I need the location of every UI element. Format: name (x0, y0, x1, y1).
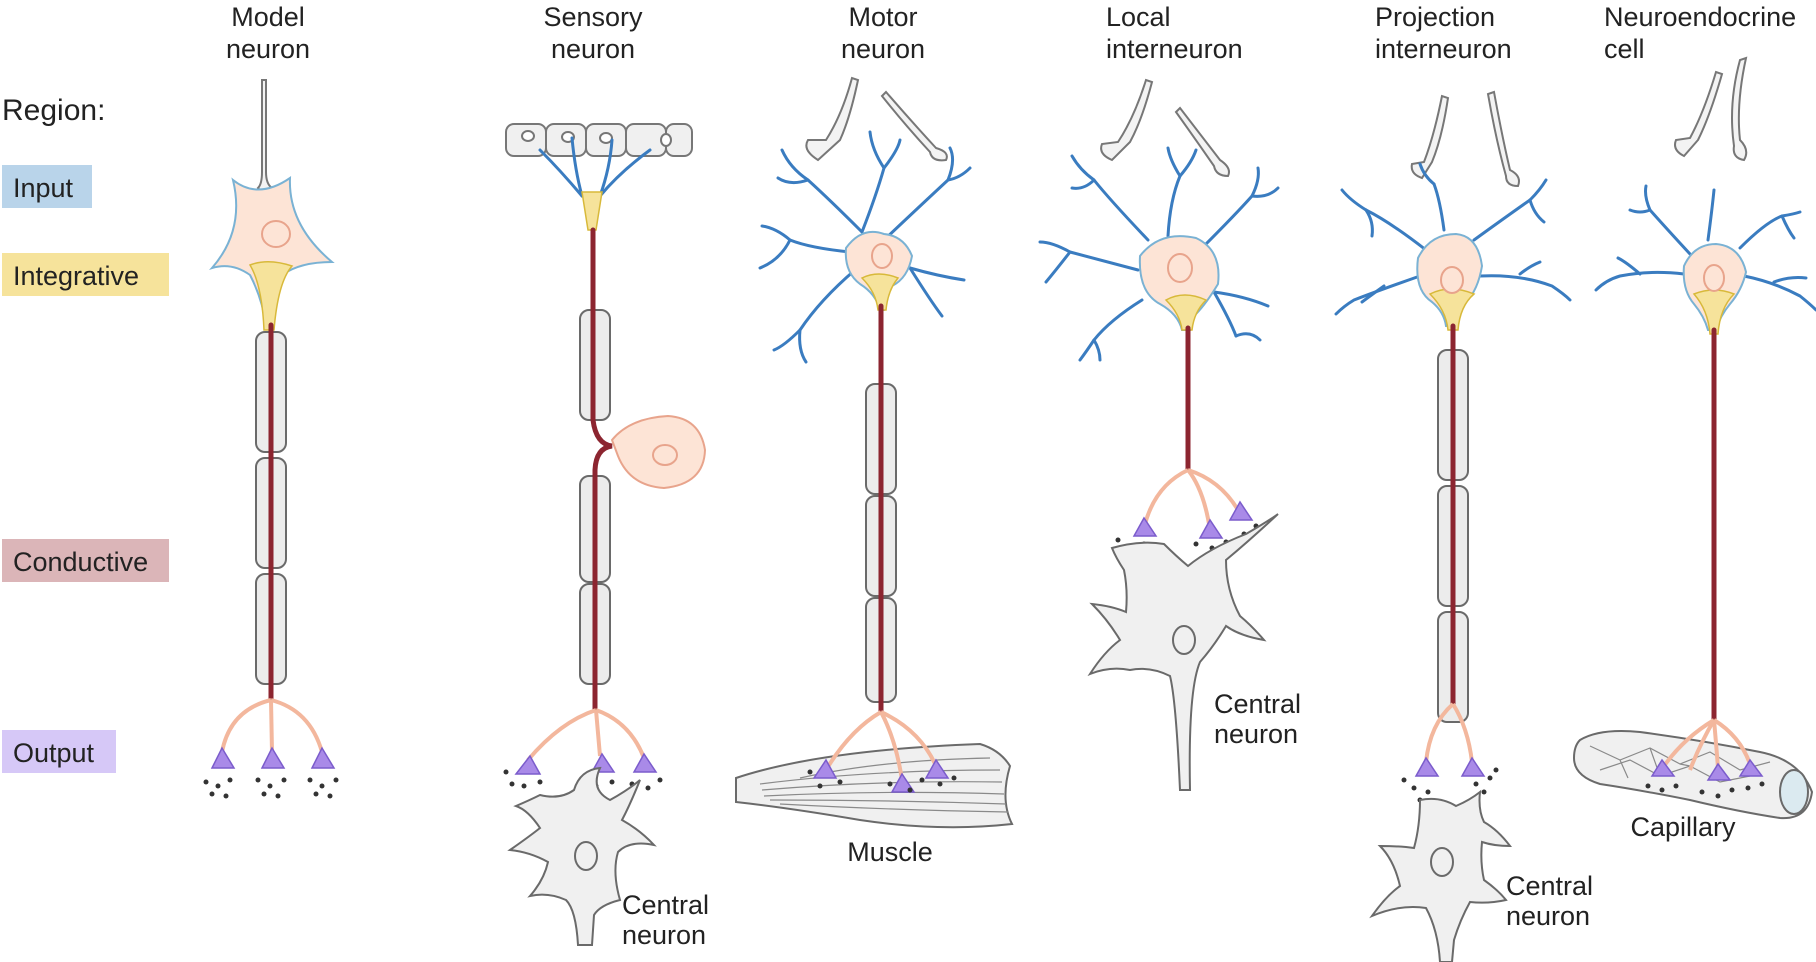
axon-hillock (1164, 294, 1208, 331)
neurotransmitter-dots (1401, 767, 1499, 803)
axon-terminals (220, 698, 324, 753)
synaptic-boutons (812, 758, 950, 793)
dendrites (1594, 184, 1816, 312)
target-label-sensory-line2: neuron (622, 920, 706, 950)
nucleus (1703, 264, 1725, 292)
region-output-label: Output (13, 738, 95, 768)
neurotransmitter-dots (203, 777, 339, 799)
region-legend: Region: Input Integrative Conductive Out… (2, 94, 169, 773)
nucleus (652, 444, 678, 466)
axon-hillock (248, 261, 294, 331)
region-input-swatch (2, 165, 92, 208)
capillary-lumen (1779, 769, 1809, 815)
synaptic-boutons (210, 746, 336, 769)
receptor-junction (581, 191, 603, 231)
neuroendocrine-cell: Capillary (1572, 56, 1816, 842)
target-label-local-line1: Central (1214, 689, 1301, 719)
region-output-swatch (2, 730, 116, 773)
presynaptic-axons (1674, 56, 1748, 162)
target-label-motor: Muscle (847, 837, 933, 867)
axon (590, 227, 613, 713)
column-titles: Model neuron Sensory neuron Motor neuron… (226, 2, 1796, 64)
synaptic-boutons (1414, 756, 1486, 777)
title-model-line2: neuron (226, 34, 310, 64)
central-neuron-target (1369, 789, 1513, 962)
title-neuroendocrine-line2: cell (1604, 34, 1645, 64)
title-projection-line1: Projection (1375, 2, 1495, 32)
dendrites (1334, 162, 1572, 316)
region-conductive-label: Conductive (13, 547, 148, 577)
title-neuroendocrine-line1: Neuroendocrine (1604, 2, 1796, 32)
sensory-epithelium (505, 123, 693, 157)
presynaptic-axons (805, 76, 948, 162)
central-neuron-nucleus (574, 841, 598, 871)
dendrites (758, 130, 972, 364)
neurotransmitter-dots (1645, 781, 1765, 799)
region-legend-title: Region: (2, 94, 105, 127)
sensory-neuron: Central neuron (503, 123, 709, 950)
title-local-line2: interneuron (1106, 34, 1243, 64)
region-conductive-swatch (2, 539, 169, 582)
central-neuron-nucleus (1430, 847, 1454, 877)
axon-hillock (860, 273, 900, 311)
target-label-sensory-line1: Central (622, 890, 709, 920)
synaptic-boutons (514, 752, 658, 775)
region-integrative-label: Integrative (13, 261, 139, 291)
synaptic-boutons (1132, 500, 1254, 539)
axon-terminals (824, 710, 938, 781)
title-motor-line2: neuron (841, 34, 925, 64)
target-label-neuroendocrine: Capillary (1630, 812, 1736, 842)
nucleus (871, 243, 893, 269)
dendrites (1038, 146, 1280, 362)
muscle-target (735, 742, 1014, 829)
nucleus (1440, 266, 1464, 294)
title-model-line1: Model (231, 2, 305, 32)
projection-interneuron: Central neuron (1334, 90, 1593, 962)
target-label-local-line2: neuron (1214, 719, 1298, 749)
title-local-line1: Local (1106, 2, 1171, 32)
axon-terminals (526, 708, 646, 762)
presynaptic-axon (256, 79, 274, 193)
region-integrative-swatch (2, 253, 169, 296)
capillary-target (1572, 730, 1814, 820)
title-sensory-line1: Sensory (543, 2, 643, 32)
presynaptic-axons (1410, 90, 1520, 188)
axon-terminals (1142, 468, 1240, 531)
title-sensory-line2: neuron (551, 34, 635, 64)
local-interneuron: Central neuron (1038, 78, 1301, 791)
central-neuron-nucleus (1172, 625, 1196, 655)
motor-neuron: Muscle (735, 76, 1014, 867)
neurotransmitter-dots (807, 769, 957, 793)
model-neuron (203, 79, 339, 799)
synaptic-boutons (1650, 758, 1764, 781)
target-label-projection-line2: neuron (1506, 901, 1590, 931)
presynaptic-axons (1100, 78, 1230, 178)
region-input-label: Input (13, 173, 74, 203)
nucleus (261, 220, 291, 248)
nucleus (1167, 253, 1193, 283)
target-label-projection-line1: Central (1506, 871, 1593, 901)
title-motor-line1: Motor (848, 2, 917, 32)
title-projection-line2: interneuron (1375, 34, 1512, 64)
axon-terminals (1424, 702, 1474, 763)
